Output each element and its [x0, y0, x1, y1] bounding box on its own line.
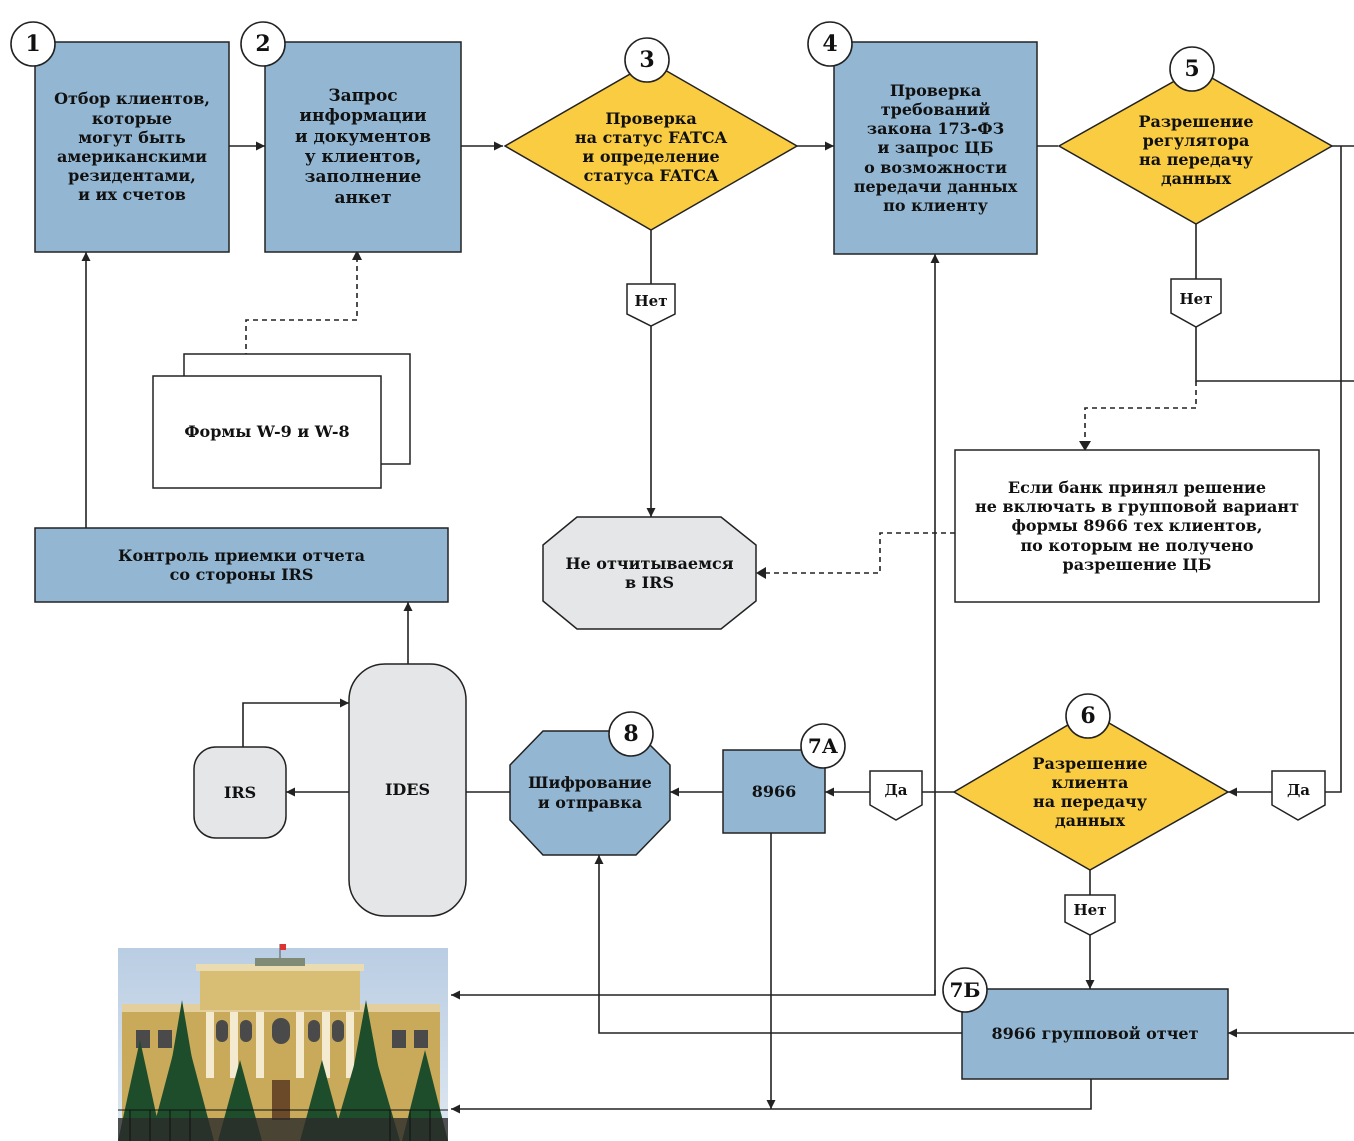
label-ides: IDES	[384, 780, 431, 800]
connector-lines	[81, 141, 1354, 1114]
label-bank-decision-note: Если банк принял решение не включать в г…	[974, 478, 1299, 574]
label-client-permission: Разрешение клиента на передачу данных	[1032, 753, 1148, 831]
tag-no-6	[1064, 894, 1116, 936]
step-number-circles	[10, 21, 1215, 1013]
box-law-check	[833, 41, 1038, 255]
arrow-irs-to-ides	[242, 698, 349, 747]
forms-doc-front	[152, 375, 382, 489]
line-no-5-right	[1195, 327, 1354, 382]
step-number-4: 4	[822, 30, 838, 57]
circle-4	[807, 21, 853, 67]
dashed-arrowheads	[352, 250, 1091, 579]
step-number-1: 1	[25, 30, 41, 57]
line-5-to-yes	[1325, 146, 1342, 793]
arrow-7b-to-central-bank	[451, 1079, 1092, 1114]
circle-3	[624, 37, 670, 83]
circle-7a	[800, 723, 846, 769]
dashed-forms-to-2	[245, 260, 358, 376]
step-number-5: 5	[1184, 55, 1200, 82]
label-regulator-permission: Разрешение регулятора на передачу данных	[1138, 111, 1254, 189]
terminal-not-reported	[542, 516, 757, 630]
step-number-8: 8	[623, 720, 639, 747]
label-form-8966: 8966	[751, 781, 797, 801]
step-number-7a: 7А	[807, 734, 839, 758]
step-number-6: 6	[1080, 702, 1096, 729]
label-encrypt-send: Шифрование и отправка	[528, 773, 652, 812]
decision-client-permission	[952, 711, 1230, 871]
circle-1	[10, 21, 56, 67]
box-form-8966	[722, 749, 826, 834]
decision-fatca-check	[503, 61, 799, 231]
note-bank-decision	[954, 449, 1320, 603]
circle-8	[608, 711, 654, 757]
tag-yes-7a-label: Да	[884, 781, 908, 799]
dashed-no-to-note	[1084, 381, 1197, 443]
circle-7b	[942, 967, 988, 1013]
tag-no-3-label: Нет	[634, 292, 668, 310]
box-irs	[193, 746, 287, 839]
arrow-to-central-bank	[451, 990, 936, 1000]
tag-no-5	[1170, 278, 1222, 328]
step-number-2: 2	[255, 30, 271, 57]
box-irs-control	[34, 527, 449, 603]
dashed-lines	[245, 260, 1197, 574]
circle-2	[240, 21, 286, 67]
label-law-check: Проверка требований закона 173-ФЗ и запр…	[853, 80, 1018, 215]
decision-regulator-permission	[1057, 68, 1334, 225]
box-ides	[348, 663, 467, 917]
step-number-7b: 7Б	[949, 978, 981, 1002]
box-group-report	[961, 988, 1229, 1080]
tag-yes-6	[1271, 770, 1326, 821]
label-fatca-check: Проверка на статус FATCA и определение с…	[574, 108, 728, 186]
tag-yes-7a	[869, 770, 923, 821]
label-irs: IRS	[223, 782, 257, 802]
tag-no-3	[626, 283, 676, 327]
tag-yes-6-label: Да	[1286, 781, 1311, 799]
label-request-info: Запрос информации и документов у клиенто…	[294, 85, 432, 208]
box-request-info	[264, 41, 462, 253]
label-forms: Формы W-9 и W-8	[184, 422, 350, 442]
dashed-note-to-not-reported	[762, 532, 955, 574]
arrow-7b-to-8	[594, 855, 962, 1034]
yes-no-tags	[626, 278, 1326, 936]
central-bank-building-photo	[118, 944, 448, 1141]
label-irs-control: Контроль приемки отчета со стороны IRS	[117, 545, 365, 584]
circle-5	[1169, 46, 1215, 92]
label-select-clients: Отбор клиентов, которые могут быть амери…	[54, 89, 210, 205]
circle-6	[1065, 693, 1111, 739]
tag-no-6-label: Нет	[1073, 901, 1107, 919]
tag-no-5-label: Нет	[1179, 290, 1213, 308]
box-select-clients	[34, 41, 230, 253]
step-number-3: 3	[639, 46, 655, 73]
label-not-reported: Не отчитываемся в IRS	[565, 553, 734, 592]
label-group-report: 8966 групповой отчет	[991, 1024, 1199, 1044]
